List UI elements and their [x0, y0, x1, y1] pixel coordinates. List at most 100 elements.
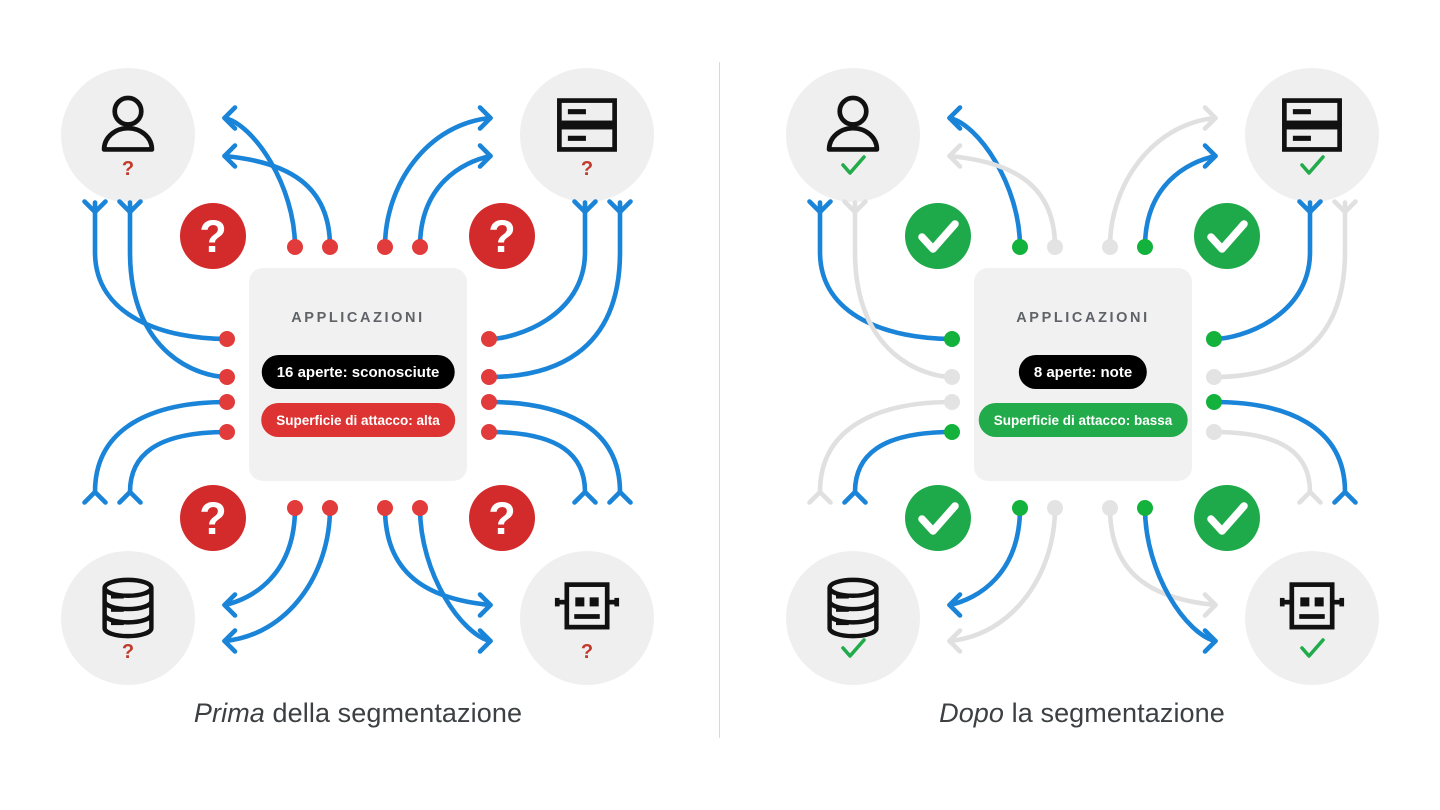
arrowhead-br2-0: [1202, 592, 1218, 618]
caption-after: Dopo la segmentazione: [772, 698, 1392, 729]
flow-dot-cardright-1: [1206, 369, 1222, 385]
attack-surface-pill-before: Superficie di attacco: alta: [261, 403, 455, 437]
flow-dot-cardleft-0: [944, 331, 960, 347]
badge-top-left: [180, 203, 246, 269]
flow-curve-ul-0: [817, 200, 955, 342]
flow-dot-tr-0: [377, 239, 393, 255]
badge-bottom-right: [469, 485, 535, 551]
flow-dot-br-1: [412, 500, 428, 516]
arrowhead-tr-0: [1202, 105, 1218, 131]
node-robot-status: ?: [581, 641, 593, 663]
flow-dot-br-0: [377, 500, 393, 516]
caption-before-emphasis: Prima: [193, 698, 265, 728]
node-database-circle: [786, 551, 920, 685]
arrowhead-tr-1: [1202, 143, 1218, 169]
flow-dot-cardleft-1: [944, 369, 960, 385]
flow-dot-tl-0: [1012, 239, 1028, 255]
flow-dot-tl-0: [287, 239, 303, 255]
open-apps-pill-before: 16 aperte: sconosciute: [261, 355, 455, 389]
flow-curve-ur-0: [486, 200, 588, 342]
flow-dot-cardleft-1: [219, 369, 235, 385]
flow-curve-br2-0: [382, 505, 493, 608]
arrowhead-tl-1: [222, 143, 238, 169]
flow-dot-cardright-0: [1206, 331, 1222, 347]
arrowhead-bl2-1: [222, 628, 238, 654]
node-database-circle: [61, 551, 195, 685]
node-server-circle: [520, 68, 654, 202]
applications-card-after: APPLICAZIONI 8 aperte: note Superficie d…: [974, 268, 1192, 481]
flow-dot-tl-1: [1047, 239, 1063, 255]
flow-dot-cardright-1: [481, 369, 497, 385]
flow-curve-bl-1: [852, 429, 955, 495]
flow-curve-br-0: [486, 399, 623, 495]
badge-top-right-symbol: ?: [488, 211, 516, 262]
flow-curve-br2-0: [1107, 505, 1218, 608]
flow-dot-bl-1: [1047, 500, 1063, 516]
attack-surface-pill-after: Superficie di attacco: bassa: [978, 403, 1188, 437]
arrowhead-br-up-1: [572, 489, 598, 505]
arrowhead-br-up-1: [1297, 489, 1323, 505]
flow-dot-tr-1: [1137, 239, 1153, 255]
node-database-status: ?: [122, 641, 134, 663]
flow-dot-cardright-low-0: [1206, 394, 1222, 410]
flow-curve-bl-0: [92, 399, 230, 495]
flow-dot-br-1: [1137, 500, 1153, 516]
flow-dot-cardleft-0: [219, 331, 235, 347]
arrowhead-bl-up-1: [117, 489, 143, 505]
badge-top-right-symbol: [1207, 220, 1248, 253]
flow-curve-ul-1: [127, 200, 230, 380]
arrowhead-bl2-1: [947, 628, 963, 654]
flow-dot-bl-0: [1012, 500, 1028, 516]
flow-dot-tr-0: [1102, 239, 1118, 255]
arrowhead-br2-0: [477, 592, 493, 618]
flow-dot-br-0: [1102, 500, 1118, 516]
flow-dot-bl-1: [322, 500, 338, 516]
arrowhead-br-up-0: [607, 489, 633, 505]
node-server-circle: [1245, 68, 1379, 202]
applications-card-before: APPLICAZIONI 16 aperte: sconosciute Supe…: [249, 268, 467, 481]
flow-curve-ur-1: [486, 200, 623, 380]
flow-curve-tr-1: [1142, 153, 1218, 250]
arrowhead-tl-0: [222, 105, 238, 131]
flow-curve-bl2-1: [947, 505, 1058, 644]
node-robot-status: [1300, 638, 1325, 658]
panel-divider: [719, 62, 720, 738]
flow-dot-cardleft-low-0: [944, 394, 960, 410]
flow-curve-br2-1: [417, 505, 493, 644]
flow-curve-bl2-0: [222, 505, 298, 608]
card-title-after: APPLICAZIONI: [1016, 310, 1150, 326]
flow-curve-bl2-1: [222, 505, 333, 644]
flow-dot-tl-1: [322, 239, 338, 255]
arrowhead-tr-1: [477, 143, 493, 169]
flow-curve-bl-1: [127, 429, 230, 495]
flow-curve-br2-1: [1142, 505, 1218, 644]
badge-bottom-left-symbol: [918, 502, 959, 535]
flow-curve-tr-1: [417, 153, 493, 250]
flow-curve-ur-1: [1211, 200, 1348, 380]
flow-dot-cardright-0: [481, 331, 497, 347]
node-user-circle: [61, 68, 195, 202]
node-user-status: ?: [122, 158, 134, 180]
flow-curve-tr-0: [382, 115, 493, 250]
node-user-status: [841, 155, 866, 175]
badge-bottom-left: [905, 485, 971, 551]
caption-before-rest: della segmentazione: [264, 698, 523, 728]
badge-top-left-symbol: ?: [199, 211, 227, 262]
flow-curve-br-0: [1211, 399, 1348, 495]
open-apps-pill-after: 8 aperte: note: [1018, 355, 1148, 389]
flow-dot-cardleft-low-0: [219, 394, 235, 410]
badge-bottom-left-symbol: ?: [199, 493, 227, 544]
arrowhead-br2-1: [477, 628, 493, 654]
flow-curve-tr-0: [1107, 115, 1218, 250]
badge-bottom-right: [1194, 485, 1260, 551]
arrowhead-bl2-0: [222, 592, 238, 618]
flow-dot-cardleft-low-1: [944, 424, 960, 440]
flow-curve-bl2-0: [947, 505, 1023, 608]
caption-before: Prima della segmentazione: [48, 698, 668, 729]
arrowhead-br-up-0: [1332, 489, 1358, 505]
flow-curve-tl-0: [947, 115, 1023, 250]
node-database-status: [841, 638, 866, 658]
badge-bottom-right-symbol: ?: [488, 493, 516, 544]
flow-curve-br-1: [486, 429, 588, 495]
